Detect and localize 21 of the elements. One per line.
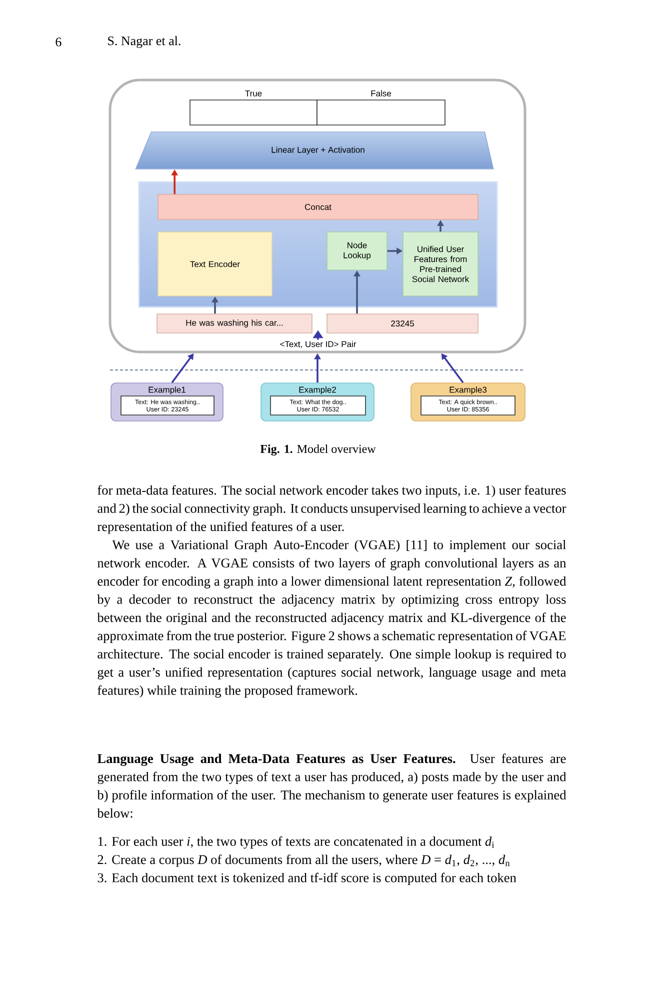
body-paragraph: Language Usage and Meta-Data Features as User Features. User features are generated from the two types of text a user has produced, a) posts made by the user and b) profile information of the user. The mechanism to generate user features is explained below: <box>97 754 566 818</box>
trapezoid-block: Linear Layer + Activation <box>135 132 494 170</box>
process-box: Node Lookup <box>326 232 388 270</box>
input-box: 23245 <box>326 314 478 334</box>
list-item: 2. Create a corpus D of documents from all the users, where D = d$_{1}$, d$_{2}$, ..., d$_{n}$ <box>98 854 510 867</box>
body-paragraph: We use a Variational Graph Auto-Encoder (VGAE) [11] to implement our social network encoder. A VGAE consists of two layers of graph convolutional layers as an encoder for encoding a graph into a lower dimensional latent representation Z, followed by a decoder to reconstruct the adjacency matrix by optimizing cross entropy loss between the original and the reconstructed adjacency matrix and KL-divergence of the approximate from the true posterior. Figure 2 shows a schematic representation of VGAE architecture. The social encoder is trained separately. One simple lookup is required to get a user’s unified representation (captures social network, language usage and meta features) while training the proposed framework. <box>97 540 566 698</box>
list-item: 1. For each user i, the two types of texts are concatenated in a document d$_{i}$ <box>98 836 494 849</box>
body-paragraph: for meta-data features. The social network encoder takes two inputs, i.e. 1) user features and 2) the social connectivity graph. It conducts unsupervised learning to achieve a vector representation of the unified features of a user. <box>97 485 566 534</box>
output-cell: False <box>316 90 446 126</box>
node-label: False <box>371 90 392 96</box>
node-label: True <box>245 90 262 96</box>
output-cell: True <box>190 90 318 126</box>
list-item: 3. Each document text is tokenized and tf-idf score is computed for each token <box>98 872 516 885</box>
process-box: Unified User Features from Pre-trained Social Network <box>402 232 478 296</box>
process-box: Text Encoder <box>158 232 272 296</box>
process-box: Concat <box>158 194 478 220</box>
running-head: S. Nagar et al. <box>108 36 180 48</box>
page-number: 6 <box>56 38 62 46</box>
pair-label: <Text, User ID> Pair <box>280 340 356 348</box>
figure-caption: Fig. 1. Model overview <box>260 444 376 456</box>
input-box: He was washing his car... <box>156 314 312 334</box>
